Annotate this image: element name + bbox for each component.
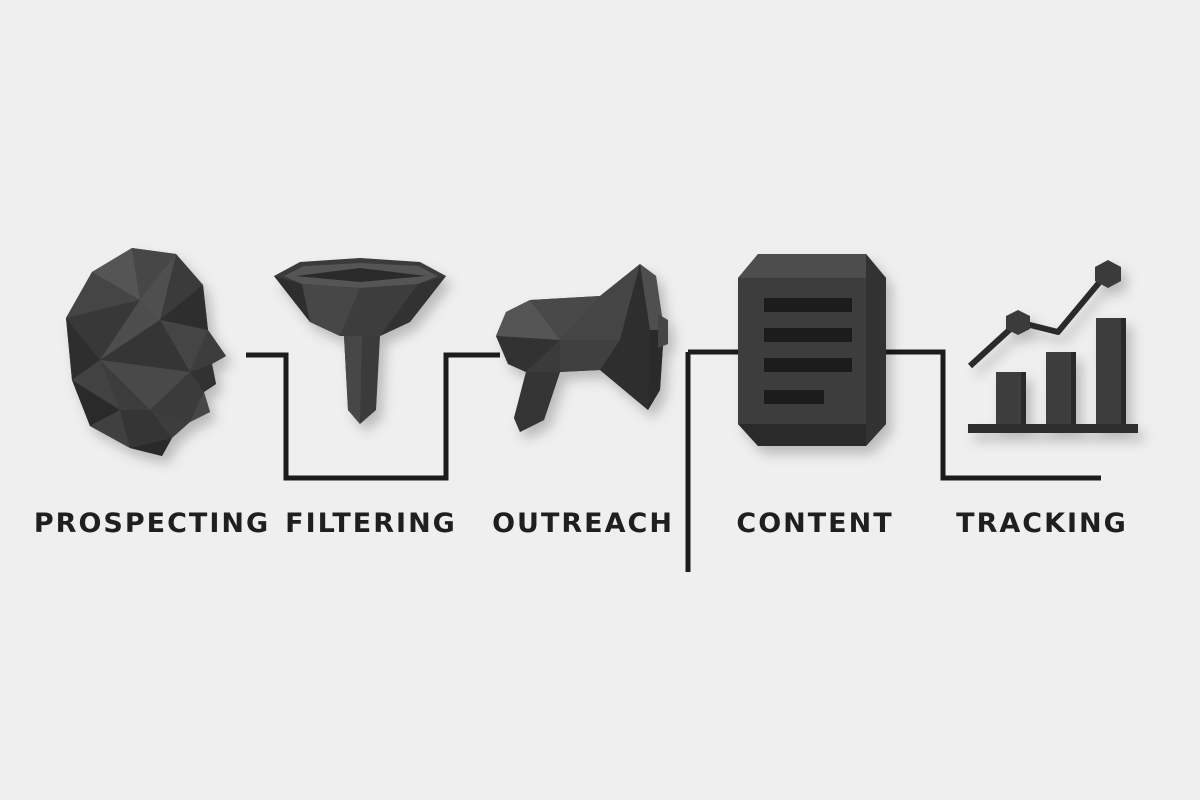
chart-icon-node-2 [1095, 260, 1121, 288]
funnel-icon [274, 258, 446, 424]
chart-icon-base [968, 424, 1138, 433]
megaphone-icon [496, 264, 668, 432]
connector-prospecting-filtering [246, 352, 500, 481]
document-line-3 [764, 358, 852, 372]
step-label-prospecting: PROSPECTING [34, 508, 270, 539]
connector-lines [246, 349, 1101, 572]
document-line-2 [764, 328, 852, 342]
document-line-4 [764, 390, 824, 404]
step-label-tracking: TRACKING [956, 508, 1128, 539]
chart-icon-node-1 [1006, 310, 1030, 335]
polygon-head-icon [66, 248, 226, 456]
document-line-1 [764, 298, 852, 312]
step-label-content: CONTENT [736, 508, 893, 539]
connector-content-tracking [884, 349, 1101, 481]
step-label-outreach: OUTREACH [492, 508, 674, 539]
chart-icon-trend-line [967, 270, 1111, 369]
document-icon [738, 254, 886, 446]
step-label-filtering: FILTERING [285, 508, 457, 539]
step-labels: PROSPECTING FILTERING OUTREACH CONTENT T… [34, 508, 1128, 539]
rising-bar-chart-icon [967, 260, 1138, 433]
